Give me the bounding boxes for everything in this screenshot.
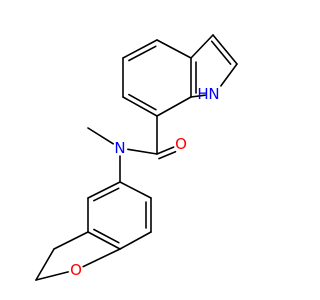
bond-ch2b-oring — [35, 271, 69, 281]
bond-i6-i1 — [156, 39, 192, 59]
bond-nam-me — [87, 127, 114, 145]
bond-oring-b4 — [82, 248, 121, 268]
bond-p1-p2 — [212, 34, 238, 65]
bond-b1-b2 — [87, 181, 121, 199]
atom-label-n-amide: N — [114, 139, 125, 157]
bond-co-oco — [156, 146, 175, 155]
bond-b6-b1 — [119, 181, 152, 199]
bond-b3-b4 — [87, 231, 121, 250]
bond-nh-i5 — [190, 94, 206, 98]
bond-ch2a-ch2b — [35, 248, 55, 281]
bond-co-oco-double — [158, 150, 177, 160]
bond-lines — [35, 34, 238, 281]
bond-i4-i5 — [156, 96, 192, 117]
bond-i3-i4-double — [128, 93, 157, 111]
bond-b3-ch2a — [53, 231, 89, 250]
bond-b3-b4-double — [93, 228, 120, 244]
bond-i1-i2-double — [128, 45, 157, 62]
bond-co-nam — [127, 148, 158, 155]
atom-label-o-carbonyl: O — [175, 135, 187, 153]
bond-b4-b5 — [119, 231, 152, 250]
bond-i1-i2 — [122, 39, 158, 59]
atom-label-nh: N — [208, 85, 219, 103]
atom-label-nh-hydrogen: H — [197, 85, 208, 103]
bond-i3-i4 — [122, 96, 158, 117]
bond-b1-b2-double — [93, 187, 120, 202]
atom-label-o-ring: O — [70, 261, 82, 279]
bond-p1-p2-double — [210, 40, 232, 65]
bond-i6-p1 — [190, 34, 214, 59]
bond-p2-nh — [220, 63, 238, 87]
